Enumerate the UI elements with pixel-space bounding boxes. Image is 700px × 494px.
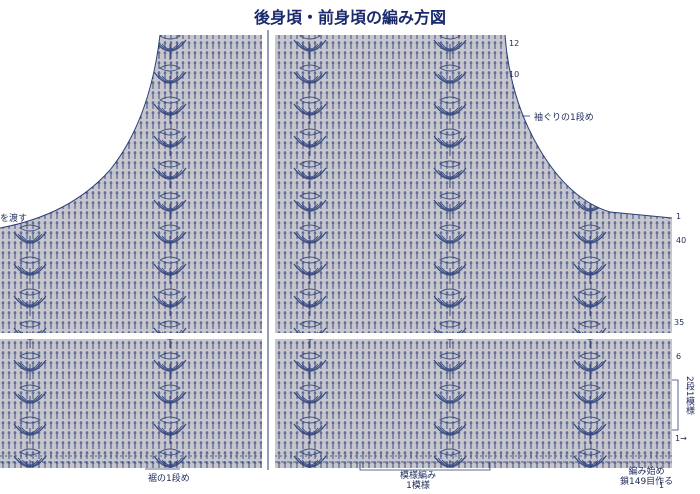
start-line2: 鎖149目作る [620,477,674,487]
row-arrow: 1→ [675,434,687,443]
start-label: 編み始め 鎖149目作る [620,467,673,487]
diagram-title: 後身頃・前身頃の編み方図 [253,8,446,27]
pattern-stitch-line1: 模様編み [400,471,437,481]
repeat-label: 2段1模様 [684,376,694,415]
row-number: 35 [674,318,685,327]
row-number: 6 [676,352,682,361]
left-edge-note: を渡す [0,214,28,224]
single-crochet-hem-row [0,455,672,463]
row-number: 10 [509,70,520,79]
hem-first-row-label: 裾の1段め [148,474,190,484]
front-body-panel [275,35,672,468]
start-line1: 編み始め [628,467,665,477]
row-number: 1 [659,481,665,490]
armhole-first-row-label: 袖ぐりの1段め [534,113,594,123]
back-body-panel [0,35,262,468]
row-number: 12 [509,39,520,48]
row-number: 40 [676,236,687,245]
row-number: 1 [676,212,682,221]
pattern-stitch-label: 模様編み 1模様 [400,471,436,491]
pattern-stitch-line2: 1模様 [406,481,430,491]
